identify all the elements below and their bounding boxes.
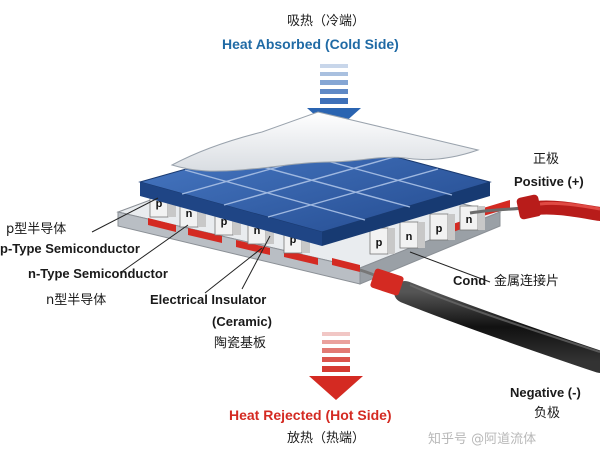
leg-label-n: n <box>186 208 193 220</box>
leader-lines <box>91 197 491 294</box>
leg-label-p: p <box>156 198 163 210</box>
insulator-label-en-2: (Ceramic) <box>212 314 272 329</box>
positive-lead <box>469 194 600 221</box>
leg-p-5: p <box>429 213 455 241</box>
leg-label-n: n <box>466 214 473 226</box>
negative-label-en: Negative (-) <box>510 385 581 400</box>
top-label-en: Heat Absorbed (Cold Side) <box>222 36 399 52</box>
positive-label-en: Positive (+) <box>514 174 584 189</box>
top-label-zh: 吸热（冷端） <box>287 14 366 29</box>
negative-lead <box>359 268 600 373</box>
insulator-label-en: Electrical Insulator <box>150 292 267 307</box>
bottom-label-zh: 放热（热端） <box>287 431 366 446</box>
n-type-label-zh: n型半导体 <box>46 293 107 308</box>
leg-p-4: p <box>369 227 395 255</box>
p-type-label-en: p-Type Semiconductor <box>0 241 140 256</box>
leg-n-3: n <box>399 221 425 249</box>
leg-label-p: p <box>376 237 383 249</box>
leg-n-4: n <box>459 205 485 231</box>
leader-insulator <box>204 247 263 294</box>
conductor-label-en: Cond <box>453 273 487 288</box>
n-type-label-en: n-Type Semiconductor <box>28 266 168 281</box>
heat-rejected-arrow <box>309 332 363 400</box>
top-ceramic-sheet <box>170 111 480 172</box>
negative-label-zh: 负极 <box>534 406 561 421</box>
leg-label-p: p <box>436 223 443 235</box>
leader-p-type <box>91 197 159 233</box>
insulator-label-zh: 陶瓷基板 <box>214 336 267 351</box>
leg-label-n: n <box>406 231 413 243</box>
leader-insulator-2 <box>241 235 271 290</box>
leg-label-p: p <box>290 234 297 246</box>
leg-label-p: p <box>221 216 228 228</box>
positive-label-zh: 正极 <box>533 152 560 167</box>
watermark: 知乎号 @阿道流体 <box>428 432 537 447</box>
conductor-label-zh: 金属连接片 <box>494 274 560 289</box>
leader-conductor <box>409 251 491 283</box>
bottom-label-en: Heat Rejected (Hot Side) <box>229 407 392 423</box>
leader-n-type <box>119 224 189 274</box>
leg-label-n: n <box>254 225 261 237</box>
p-type-label-zh: p型半导体 <box>6 222 67 237</box>
